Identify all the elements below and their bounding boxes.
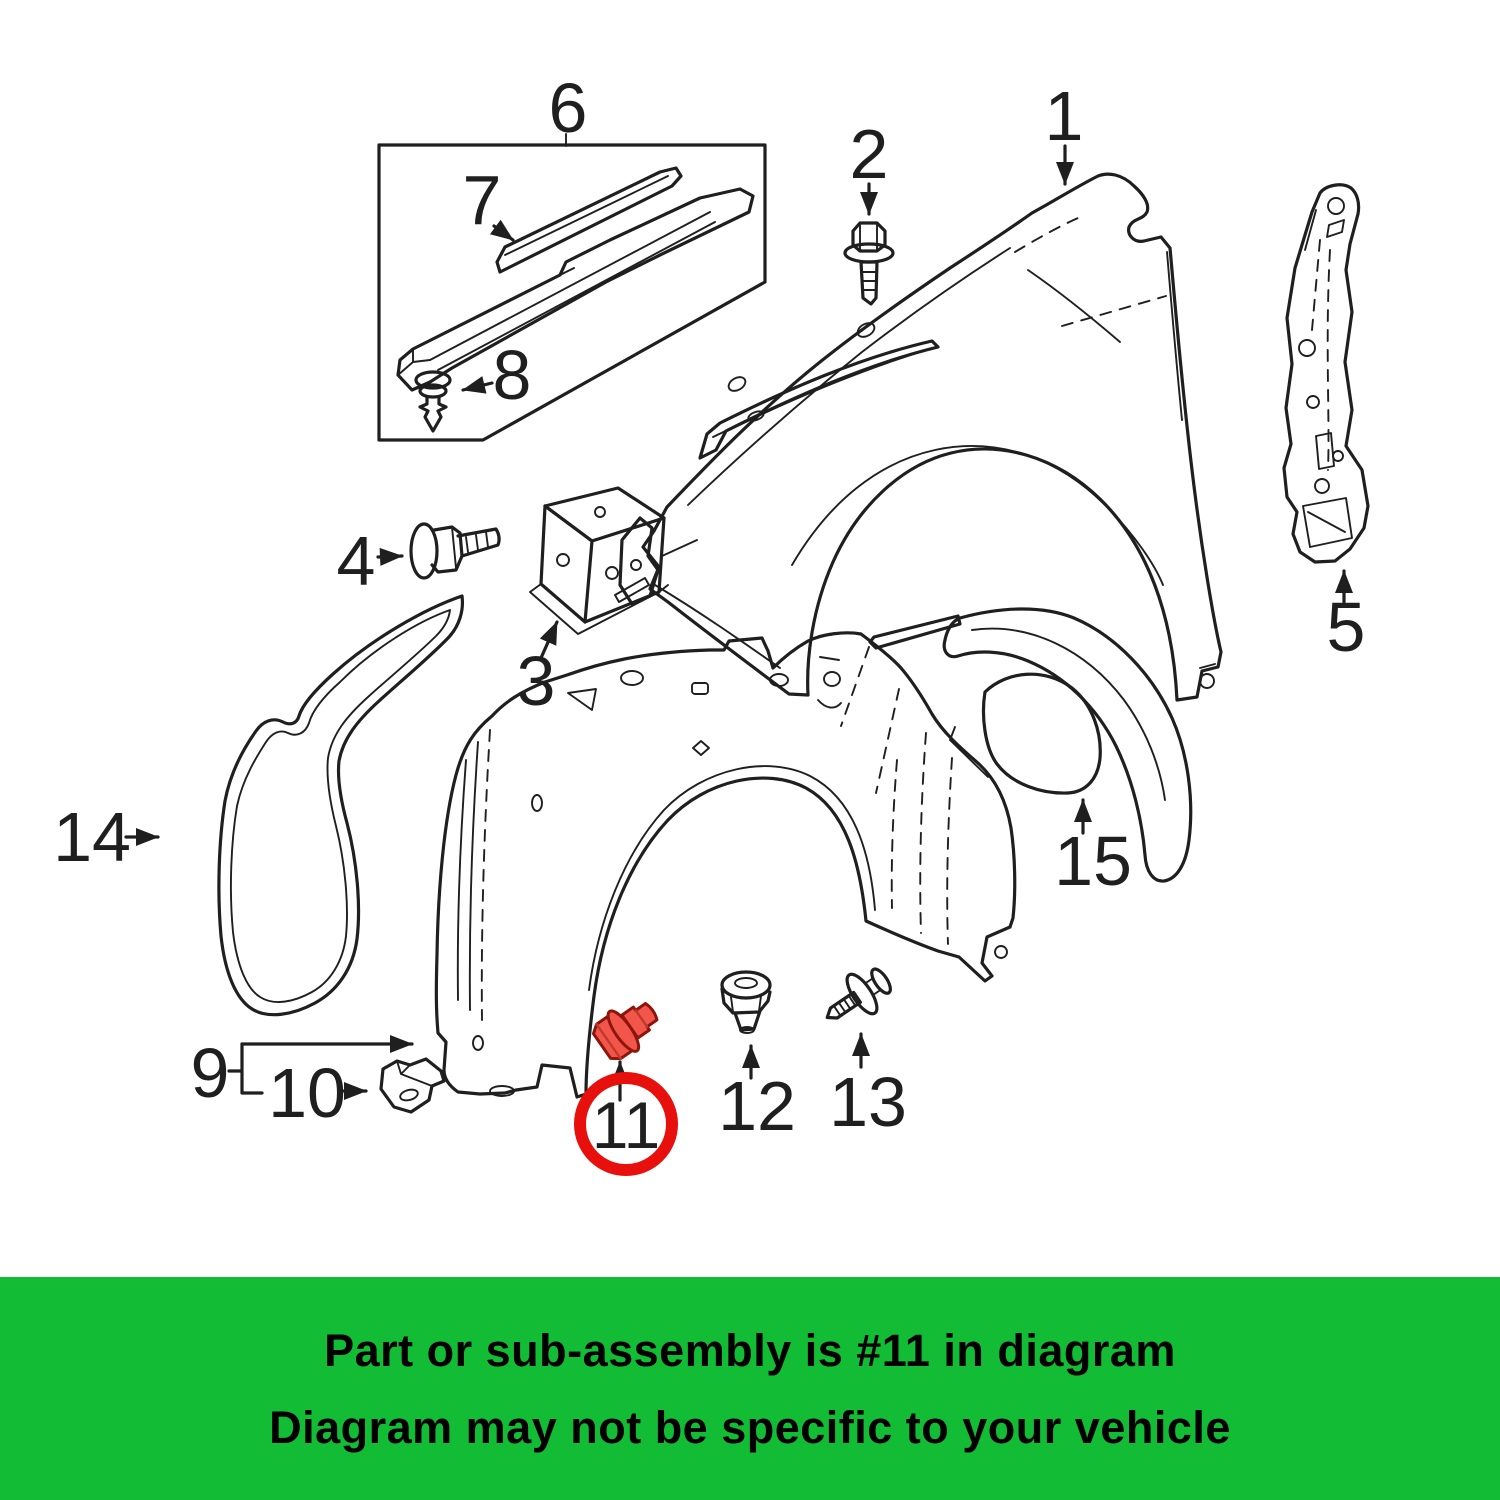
seal-rail-notch: [559, 232, 625, 276]
label-13: 13: [829, 1063, 907, 1141]
label-3: 3: [517, 642, 556, 720]
part-15-splash-shield: [868, 607, 1193, 883]
part-12-grommet: [720, 970, 772, 1034]
shield-pocket: [981, 672, 1102, 795]
part-10-liner-bracket: [379, 1057, 446, 1114]
diagram-canvas: 1 2 3 4 5 6 7 8 9 10 12 13 14 15 11: [53, 69, 1370, 1176]
label-1: 1: [1045, 77, 1084, 155]
fender-dash2: [1061, 295, 1167, 327]
fender-top-crease: [687, 247, 1011, 506]
part-7-seal-strip: [495, 166, 683, 274]
label-14: 14: [53, 798, 131, 876]
part-14-fender-seal: [217, 594, 465, 1017]
bracket-outline: [1282, 183, 1370, 564]
fender-crease-dash: [1014, 217, 1079, 253]
cowl-strip: [698, 339, 940, 460]
apron-bracket: [618, 516, 660, 606]
shield-outline: [942, 607, 1193, 883]
part-11-highlighted-bolt: [591, 1001, 659, 1061]
part-4-bracket-bolt: [409, 522, 501, 580]
part-13-push-clip: [825, 967, 892, 1020]
seal-rail: [396, 187, 755, 392]
callout-arrows: [124, 144, 1353, 1100]
seal-outer: [217, 594, 465, 1017]
part-1-front-fender: [641, 172, 1223, 702]
label-15: 15: [1054, 822, 1132, 900]
banner-line-2: Diagram may not be specific to your vehi…: [269, 1401, 1231, 1453]
part-2-fender-bolt: [843, 221, 895, 306]
highlight-circle: [574, 1072, 678, 1176]
liner-outline: [434, 631, 1017, 1099]
assembly-box: [377, 143, 767, 442]
fender-arch-crease: [791, 445, 1164, 586]
seal-rail-ridge2: [437, 221, 716, 371]
part-3-mount-bracket: [529, 486, 669, 635]
part-8-retainer-clip: [414, 370, 452, 433]
arrow-4: [376, 547, 404, 566]
label-8: 8: [493, 336, 532, 414]
label-2: 2: [850, 115, 889, 193]
label-5: 5: [1327, 588, 1366, 666]
bottom-banner: Part or sub-assembly is #11 in diagram D…: [0, 1277, 1500, 1500]
seal-rail-endcap: [397, 348, 431, 376]
fender-edge-line: [1166, 251, 1183, 421]
label-11: 11: [592, 1088, 661, 1162]
part-6-seal-assembly-box: [377, 133, 767, 442]
fender-outline: [641, 172, 1223, 702]
fender-pillar-fold: [1027, 269, 1121, 343]
seal-rail-ridge: [429, 211, 711, 361]
seal-strip-line: [504, 175, 669, 256]
seal-inner: [229, 609, 451, 1003]
label-12: 12: [718, 1067, 796, 1145]
part-5-rear-bracket: [1282, 183, 1370, 564]
liner-inner-arch-line: [588, 765, 876, 991]
label-9: 9: [191, 1034, 230, 1112]
arrow-3: [539, 620, 559, 660]
callout-numbers: 1 2 3 4 5 6 7 8 9 10 12 13 14 15: [53, 69, 1365, 1145]
label-4: 4: [337, 522, 376, 600]
label-6: 6: [549, 69, 588, 147]
arrow-7: [489, 219, 515, 242]
banner-line-1: Part or sub-assembly is #11 in diagram: [324, 1324, 1176, 1376]
label-7: 7: [463, 161, 502, 239]
part-9-fender-liner: [434, 631, 1017, 1099]
bracket-9: [227, 1042, 264, 1095]
arrow-8: [461, 376, 494, 394]
label-10: 10: [268, 1054, 346, 1132]
